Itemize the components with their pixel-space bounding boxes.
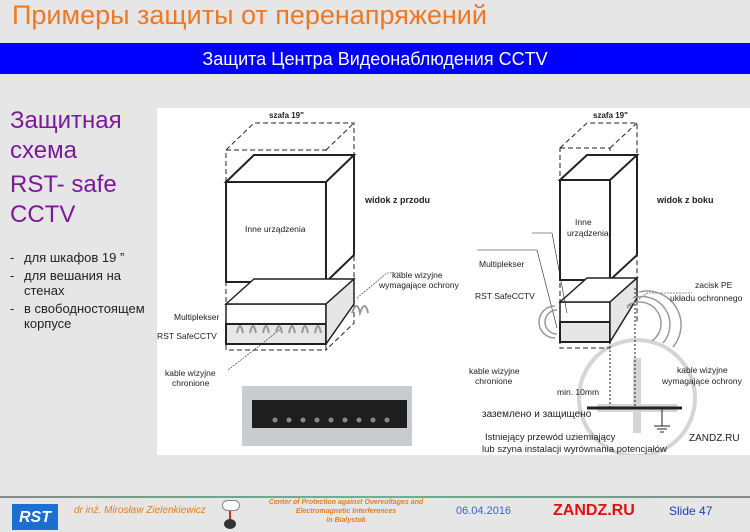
heading-scheme: Защитная схема — [10, 107, 122, 164]
feature-list: для шкафов 19 ” для вешания на стенах в … — [10, 250, 155, 334]
heading-product: RST- safe CCTV — [10, 171, 117, 228]
watermark-site: ZANDZ.RU — [689, 433, 740, 444]
ground-label-1: Istniejący przewód uziemiający — [485, 432, 616, 443]
footer-author: dr inż. Mirosław Zielenkiewicz — [74, 505, 206, 516]
front-rst-label: RST SafeCCTV — [157, 331, 217, 341]
side-cables-need-1: kable wizyjne — [677, 365, 728, 375]
front-view-label: widok z przodu — [364, 195, 430, 205]
footer-center-name: Center of Protection against Overvoltage… — [258, 498, 434, 525]
cable-coils-side — [538, 290, 682, 348]
cctv-protection-diagram: заземлено и защищено ZANDZ.RU szafa 19" … — [157, 108, 750, 458]
ground-label-2: lub szyna instalacji wyrównania potencja… — [482, 444, 667, 455]
side-view-label: widok z boku — [656, 195, 714, 205]
front-cables-prot-2: chronione — [172, 378, 210, 388]
watermark-text: заземлено и защищено — [482, 409, 592, 420]
side-pe-1: zacisk PE — [695, 280, 733, 290]
side-cables-prot-1: kable wizyjne — [469, 366, 520, 376]
footer-divider — [0, 496, 750, 498]
side-other-devices-1: Inne — [575, 217, 592, 227]
center-line: Electromagnetic Interferences — [295, 508, 397, 515]
slide-subtitle-banner: Защита Центра Видеонаблюдения CCTV — [0, 43, 750, 74]
side-mux-label: Multiplekser — [479, 259, 525, 269]
front-other-devices: Inne urządzenia — [245, 224, 306, 234]
cable-coils-front — [236, 305, 369, 334]
product-photo — [242, 386, 412, 446]
side-cabinet-label: szafa 19" — [593, 111, 628, 120]
center-line: Center of Protection against Overvoltage… — [268, 499, 424, 506]
front-mux-label: Multiplekser — [174, 312, 220, 322]
side-cables-prot-2: chronione — [475, 376, 513, 386]
side-cables-need-2: wymagające ochrony — [661, 376, 743, 386]
footer-brand: ZANDZ.RU — [553, 502, 635, 519]
center-logo-icon — [222, 500, 240, 529]
side-min-distance: min. 10mm — [557, 387, 599, 397]
front-cables-prot-1: kable wizyjne — [165, 368, 216, 378]
front-cabinet-label: szafa 19" — [269, 111, 304, 120]
footer-date: 06.04.2016 — [456, 505, 512, 517]
rst-logo: RST — [12, 504, 58, 530]
center-line: in Bialystok — [326, 517, 366, 524]
side-rst-label: RST SafeCCTV — [475, 291, 535, 301]
slide-number: Slide 47 — [669, 504, 713, 518]
slide-title: Примеры защиты от перенапряжений — [12, 0, 487, 30]
feature-item: для вешания на стенах — [10, 268, 155, 298]
front-cables-need-1: kable wizyjne — [392, 270, 443, 280]
front-cables-need-2: wymagające ochrony — [378, 280, 460, 290]
side-pe-2: układu ochronnego — [670, 293, 743, 303]
side-other-devices-2: urządzenia — [567, 228, 609, 238]
feature-item: в свободностоящем корпусе — [10, 301, 155, 331]
left-headings: Защитная схема RST- safe CCTV — [10, 106, 140, 234]
feature-item: для шкафов 19 ” — [10, 250, 155, 265]
